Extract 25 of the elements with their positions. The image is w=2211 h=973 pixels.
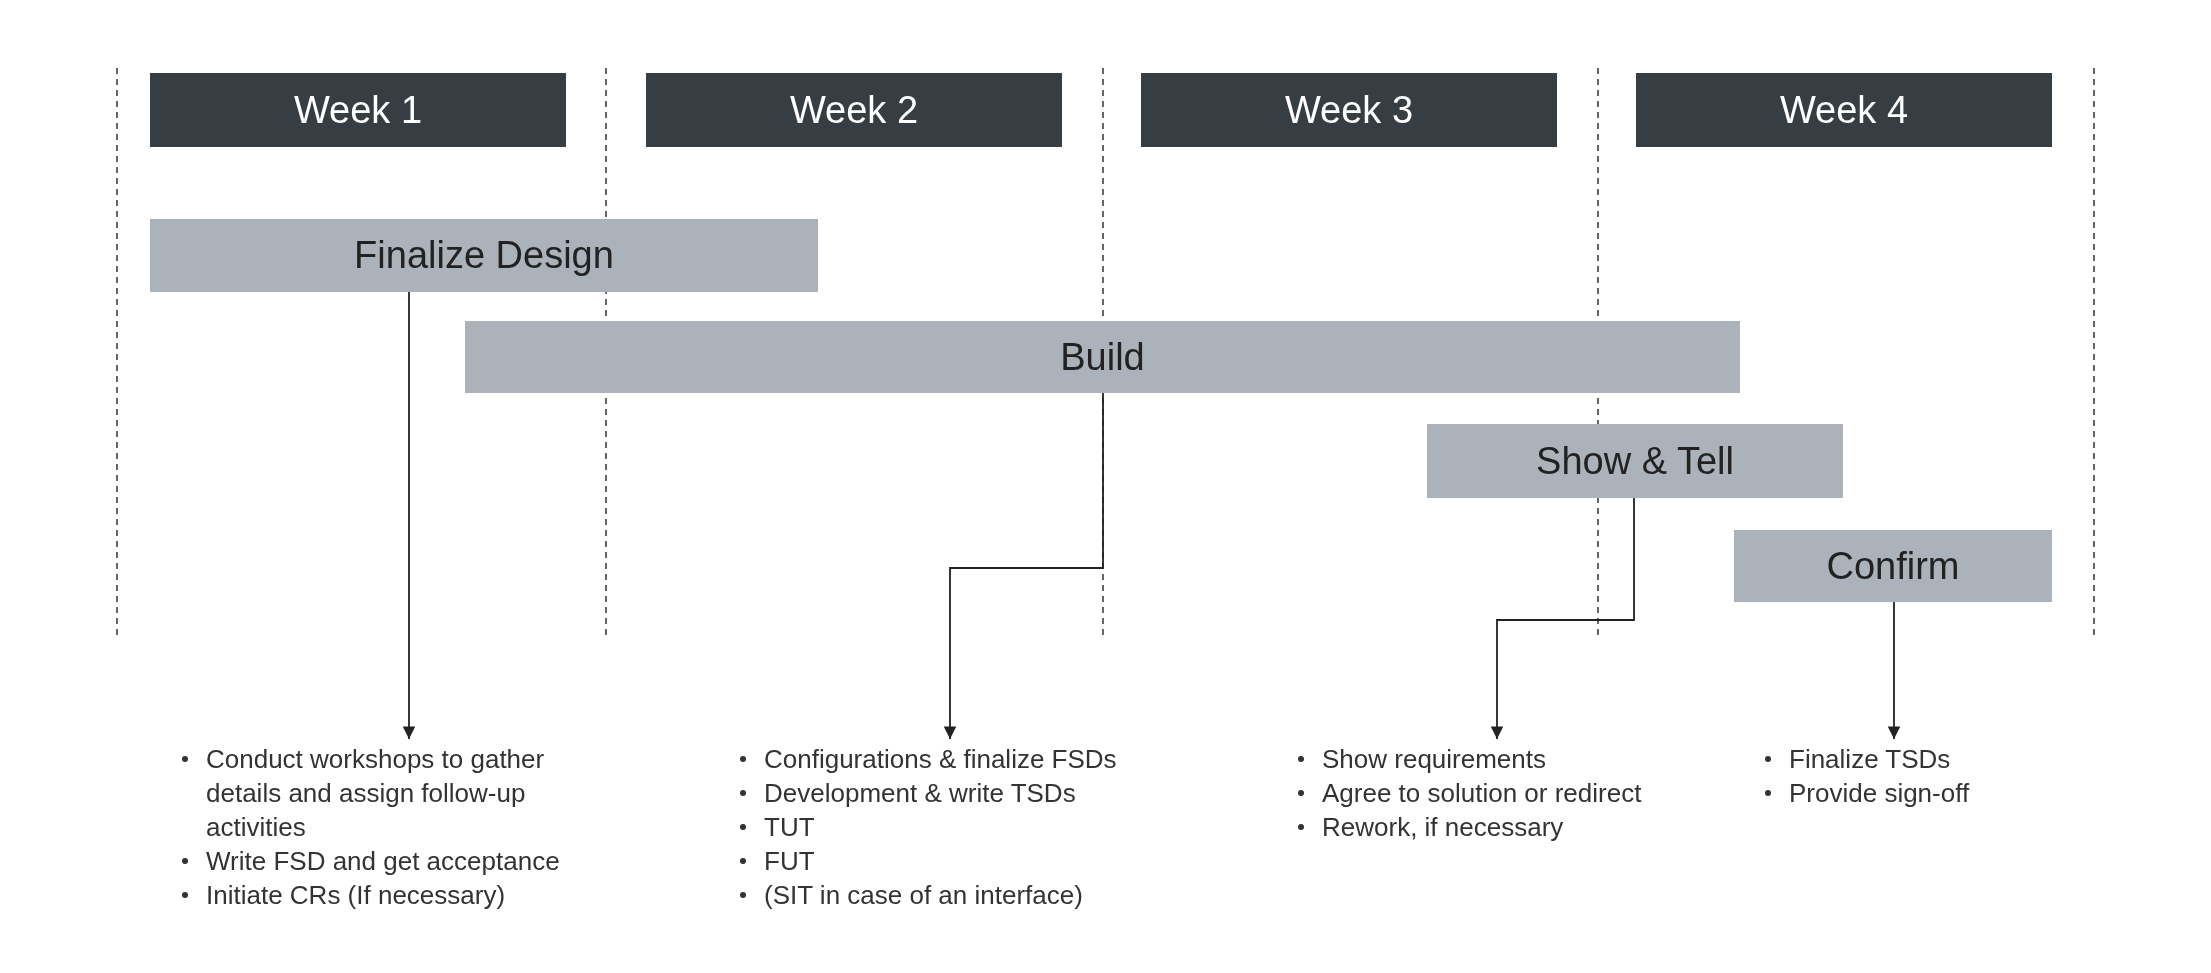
week-header: Week 2 bbox=[646, 73, 1062, 147]
week-header: Week 3 bbox=[1141, 73, 1557, 147]
bullet-text: Provide sign-off bbox=[1789, 778, 1970, 808]
bullet-text: Write FSD and get acceptance bbox=[206, 846, 560, 876]
bullet-text: Conduct workshops to gather details and assign follow-up activities bbox=[206, 744, 545, 842]
phase-bar: Confirm bbox=[1734, 530, 2052, 602]
bullet-text: Initiate CRs (If necessary) bbox=[206, 880, 506, 910]
phase-bar: Finalize Design bbox=[150, 219, 818, 292]
bullet-text: Rework, if necessary bbox=[1322, 812, 1564, 842]
connector-arrow bbox=[1887, 601, 1901, 740]
bullet-text: Configurations & finalize FSDs bbox=[764, 744, 1117, 774]
bullet-text: Agree to solution or redirect bbox=[1322, 778, 1642, 808]
bullet-text: (SIT in case of an interface) bbox=[764, 880, 1083, 910]
week-header: Week 4 bbox=[1636, 73, 2052, 147]
bullet-text: FUT bbox=[764, 846, 815, 876]
bullet-text: Finalize TSDs bbox=[1789, 744, 1951, 774]
bullet-text: Development & write TSDs bbox=[764, 778, 1076, 808]
connector-arrow bbox=[943, 392, 1104, 740]
phase-bar: Show & Tell bbox=[1427, 424, 1843, 498]
week-header: Week 1 bbox=[150, 73, 566, 147]
bullet-text: Show requirements bbox=[1322, 744, 1546, 774]
phase-bar: Build bbox=[465, 321, 1740, 393]
connector-arrow bbox=[402, 291, 416, 740]
connector-arrow bbox=[1490, 497, 1635, 740]
bullet-text: TUT bbox=[764, 812, 815, 842]
